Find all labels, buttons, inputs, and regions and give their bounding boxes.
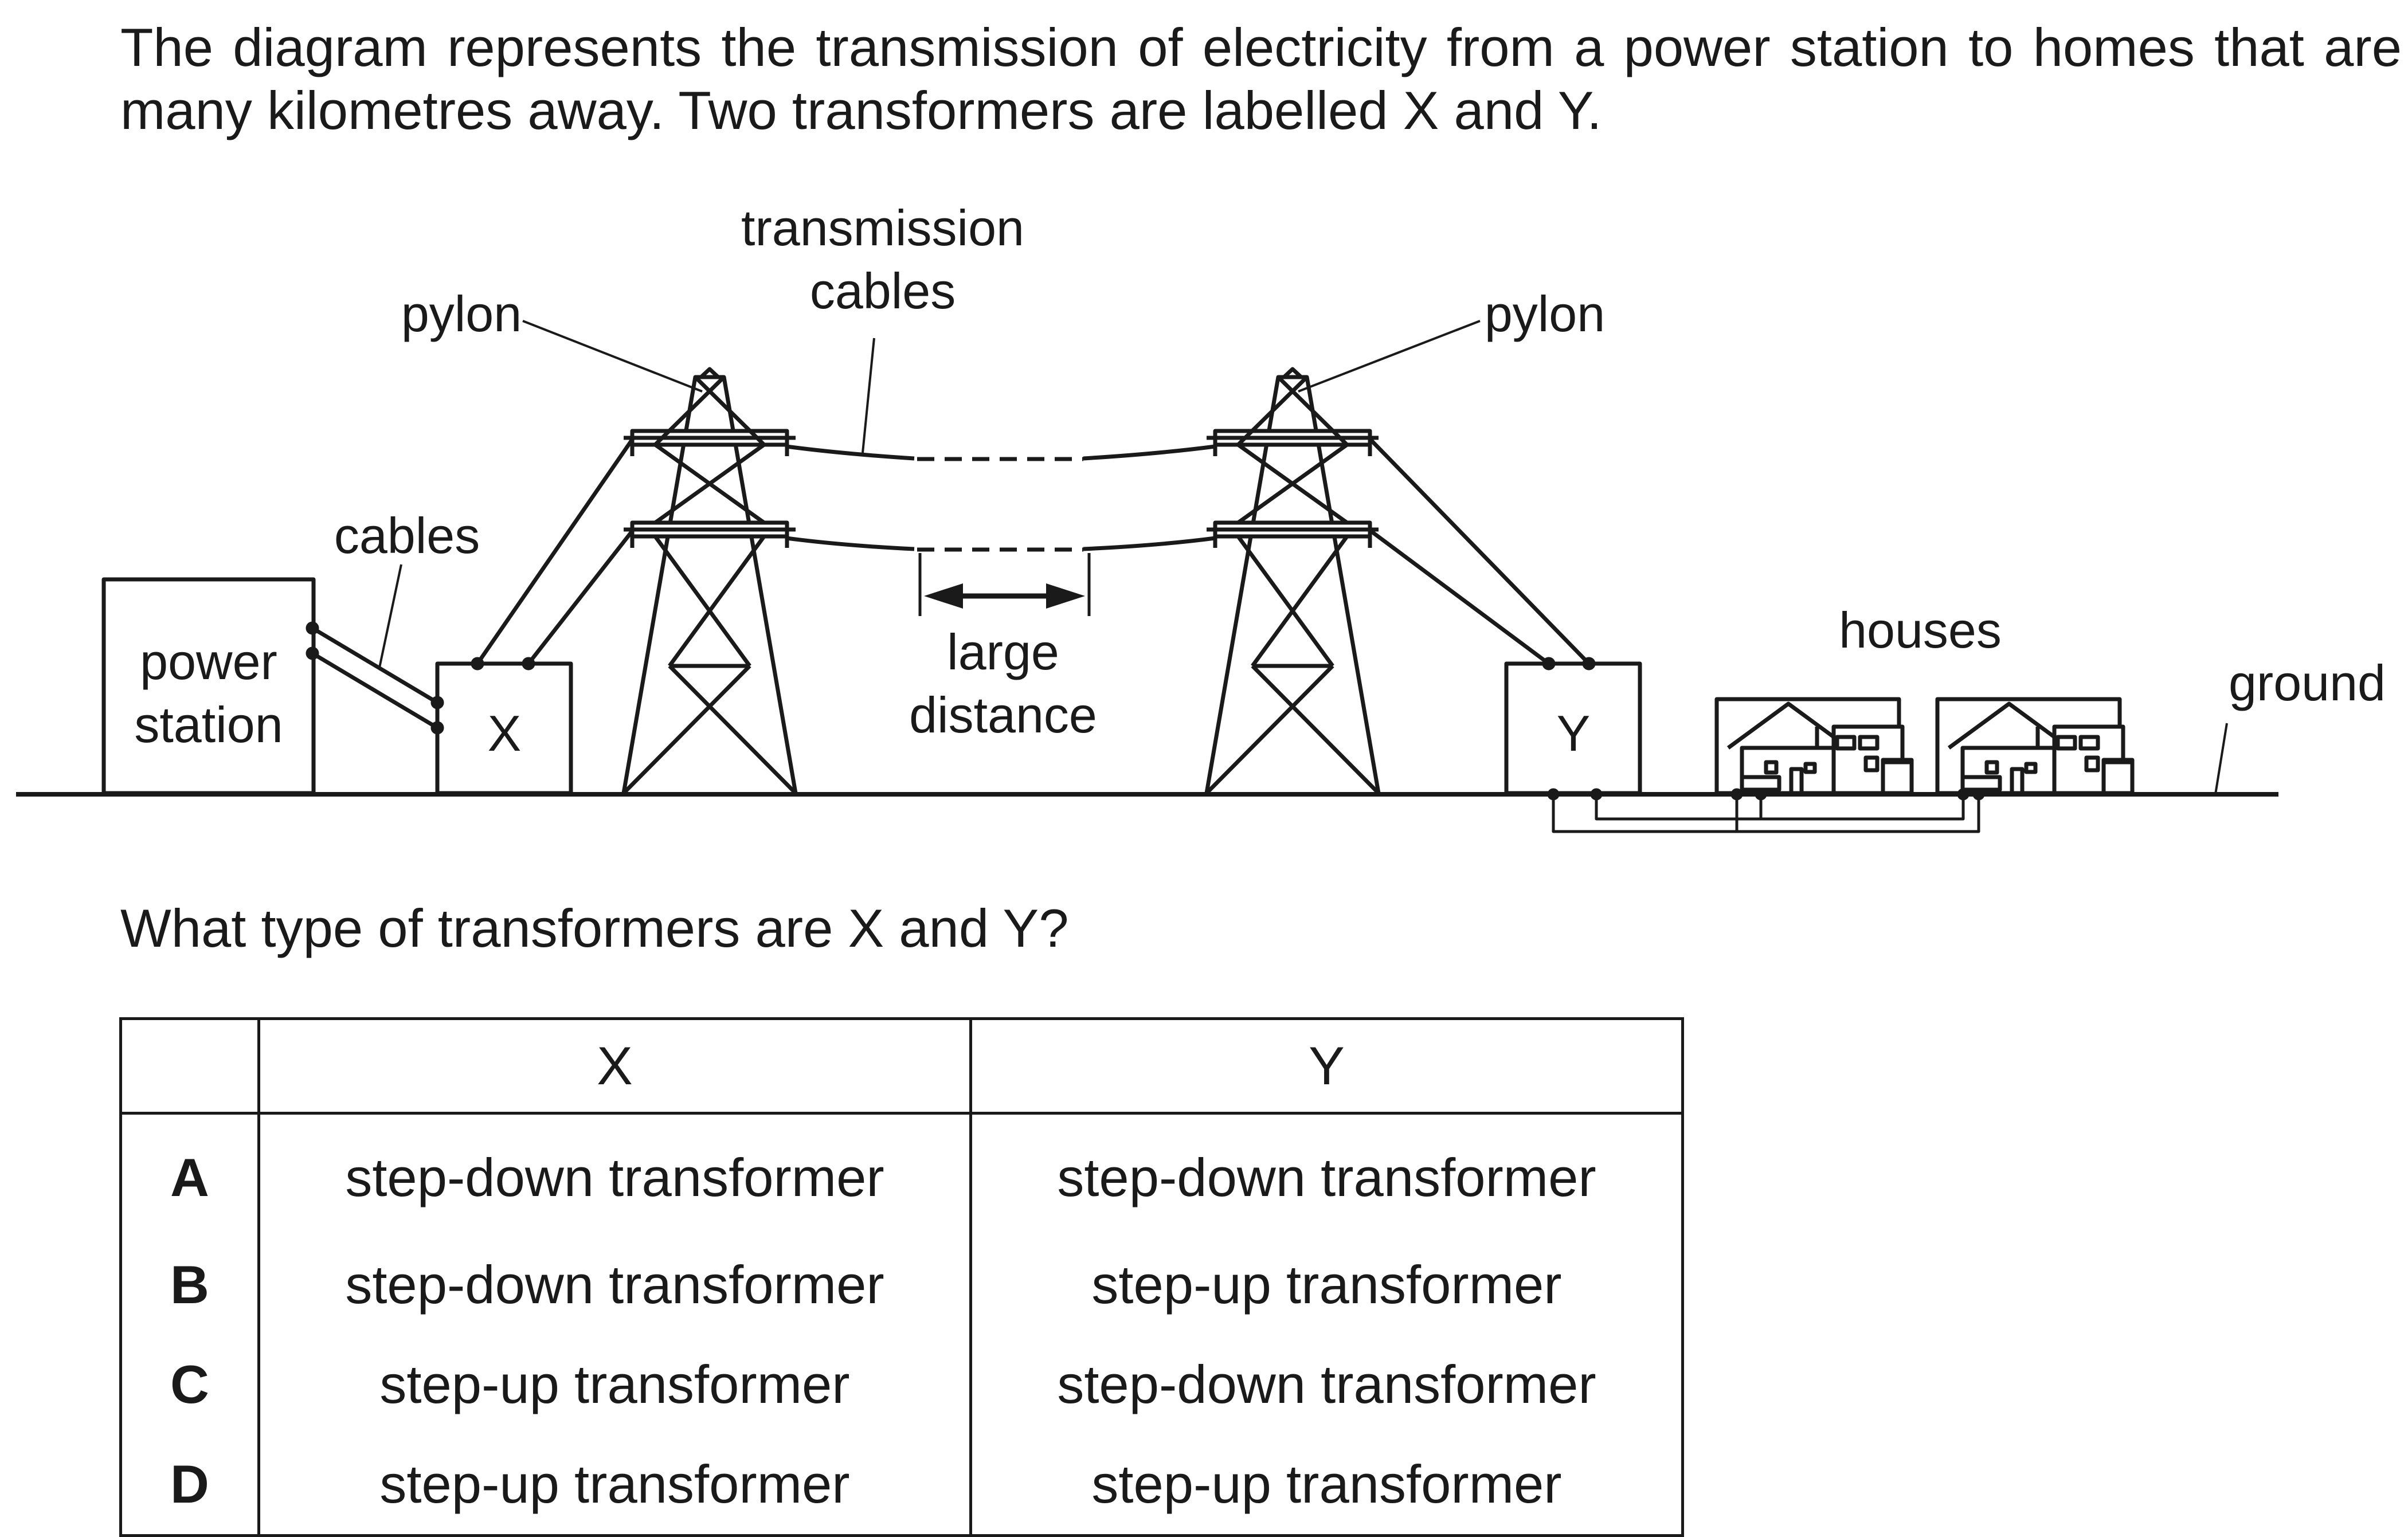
option-row-b[interactable]: B step-down transformer step-up transfor… [119,1235,1684,1335]
feeder-cables [471,436,1596,671]
houses-label: houses [1839,602,2002,658]
ground-label: ground [2229,654,2386,711]
option-y-value: step-up transformer [969,1434,1684,1537]
question-intro: The diagram represents the transmission … [120,16,2402,142]
header-x: X [257,1017,972,1115]
header-y: Y [969,1017,1684,1115]
option-row-c[interactable]: C step-up transformer step-down transfor… [119,1335,1684,1434]
station-cables [306,621,444,735]
option-letter: D [119,1434,260,1537]
underground-cables [1547,788,1985,833]
table-header-row: X Y [119,1017,1684,1115]
option-y-value: step-down transformer [969,1113,1684,1235]
power-station-box [101,577,316,795]
pylon-right [1207,369,1379,793]
transformer-y-box [1504,661,1642,795]
house-2 [1937,699,2132,793]
power-station-label-1: power [140,633,277,690]
transmission-diagram: power station cables X Y pylon pylon tra… [16,199,2386,833]
house-1 [1717,699,1912,793]
transmission-cables-label-1: transmission [741,199,1024,256]
transformer-x-box [435,661,573,795]
power-station-label-2: station [134,696,283,753]
option-letter: B [119,1235,260,1335]
leader-lines [378,320,2228,795]
transformer-x-label: X [488,705,522,762]
answer-table: X Y A step-down transformer step-down tr… [119,1017,1684,1537]
distance-arrow [918,553,1091,616]
option-y-value: step-up transformer [969,1235,1684,1335]
question-prompt: What type of transformers are X and Y? [120,898,1069,958]
option-x-value: step-down transformer [257,1235,972,1335]
option-row-a[interactable]: A step-down transformer step-down transf… [119,1113,1684,1235]
option-letter: A [119,1113,260,1235]
intro-line-2: many kilometres away. Two transformers a… [120,80,1602,140]
distance-label-2: distance [909,687,1097,743]
option-x-value: step-down transformer [257,1113,972,1235]
intro-line-1: The diagram represents the transmission … [120,17,2402,77]
transmission-cables-label-2: cables [810,262,956,319]
header-letter-cell [119,1017,260,1115]
option-row-d[interactable]: D step-up transformer step-up transforme… [119,1434,1684,1537]
transmission-cables [786,444,1216,552]
distance-label-1: large [947,624,1059,680]
pylon-right-label: pylon [1485,285,1605,342]
option-letter: C [119,1335,260,1434]
pylon-left [624,369,796,793]
option-x-value: step-up transformer [257,1434,972,1537]
pylon-left-label: pylon [401,285,522,342]
transformer-y-label: Y [1557,705,1591,762]
option-y-value: step-down transformer [969,1335,1684,1434]
option-x-value: step-up transformer [257,1335,972,1434]
cables-label: cables [334,507,480,564]
